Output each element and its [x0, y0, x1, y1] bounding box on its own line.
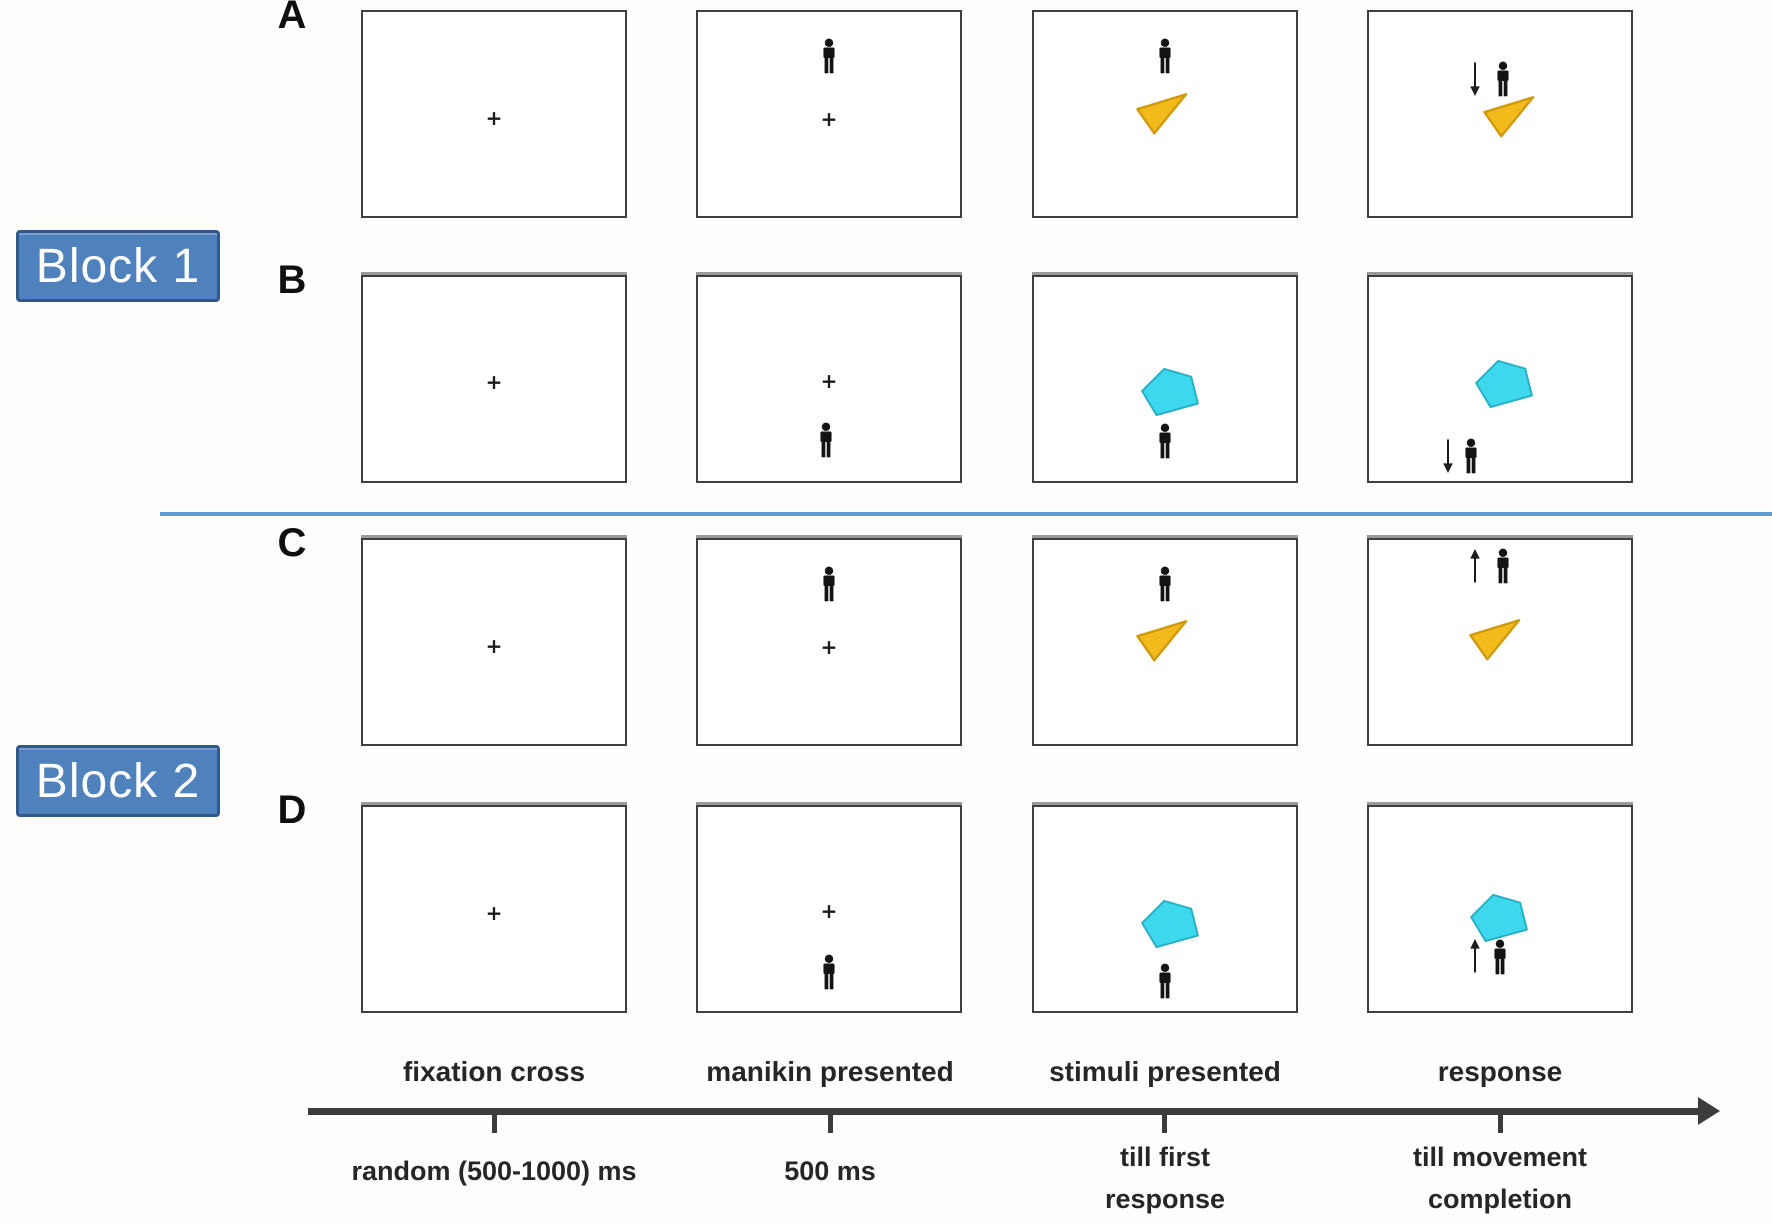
duration-label-manikin: 500 ms: [650, 1150, 1010, 1192]
manikin-icon: [1159, 423, 1171, 459]
pentagon-stimulus-icon: [1141, 900, 1200, 949]
pentagon-stimulus-icon: [1469, 894, 1528, 943]
phase-label-manikin: manikin presented: [706, 1056, 954, 1087]
manikin-icon: [1497, 548, 1509, 583]
row-label-b: B: [277, 258, 307, 302]
manikin-icon: [1497, 61, 1509, 97]
row-label-a: A: [277, 0, 307, 37]
duration-line: random (500-1000) ms: [351, 1156, 637, 1186]
screen-b4-response: [1367, 275, 1633, 483]
block-1-label: Block 1: [16, 230, 220, 302]
pentagon-stimulus-icon: [1475, 360, 1533, 409]
screen-d3-stimuli: [1032, 805, 1298, 1013]
manikin-icon: [1465, 438, 1477, 473]
screen-d4-response: [1367, 805, 1633, 1013]
manikin-icon: [1159, 566, 1171, 602]
phase-label-fixation: fixation cross: [402, 1056, 586, 1087]
manikin-icon: [1159, 964, 1171, 999]
screen-c3-stimuli: [1032, 538, 1298, 746]
timeline-tick-response: [1498, 1112, 1503, 1133]
triangle-stimulus-icon: [1136, 620, 1188, 662]
block-2-label: Block 2: [16, 745, 220, 817]
screen-d2-manikin: +: [696, 805, 962, 1013]
screen-c4-response: [1367, 538, 1633, 746]
screen-b3-stimuli: [1032, 275, 1298, 483]
duration-label-response: till movement completion: [1320, 1136, 1680, 1220]
fixation-cross: +: [820, 369, 838, 394]
block-separator-line: [160, 512, 1772, 516]
fixation-cross: +: [485, 370, 503, 395]
arrow-down-icon: [1442, 439, 1453, 473]
fixation-cross: +: [485, 634, 503, 659]
screen-a2-manikin: +: [696, 10, 962, 218]
screen-b2-manikin: +: [696, 275, 962, 483]
screen-c1-fixation: +: [361, 538, 627, 746]
row-label-c: C: [277, 521, 307, 565]
duration-label-fixation: random (500-1000) ms: [314, 1150, 674, 1192]
screen-a4-response: [1367, 10, 1633, 218]
manikin-icon: [1494, 939, 1506, 975]
screen-b1-fixation: +: [361, 275, 627, 483]
manikin-icon: [823, 954, 835, 990]
duration-line: 500 ms: [784, 1156, 876, 1186]
phase-label-response: response: [1437, 1056, 1563, 1087]
duration-line: till first: [1119, 1142, 1210, 1172]
duration-label-stimuli: till first response: [985, 1136, 1345, 1220]
triangle-stimulus-icon: [1483, 96, 1535, 138]
block-1-text: Block 1: [35, 239, 201, 293]
timeline-tick-manikin: [828, 1112, 833, 1133]
manikin-icon: [820, 422, 832, 458]
manikin-icon: [823, 38, 835, 74]
fixation-cross: +: [485, 106, 503, 131]
fixation-cross: +: [820, 635, 838, 660]
arrow-up-icon: [1470, 938, 1480, 973]
fixation-cross: +: [820, 107, 838, 132]
duration-line: completion: [1427, 1184, 1572, 1214]
timeline-arrowhead-icon: [1698, 1097, 1720, 1125]
pentagon-stimulus-icon: [1141, 368, 1200, 417]
fixation-cross: +: [485, 901, 503, 926]
arrow-down-icon: [1470, 62, 1480, 97]
timeline-tick-fixation: [492, 1112, 497, 1133]
screen-c2-manikin: +: [696, 538, 962, 746]
timeline-tick-stimuli: [1162, 1112, 1167, 1133]
phase-label-stimuli: stimuli presented: [1049, 1056, 1281, 1087]
arrow-up-icon: [1470, 548, 1480, 582]
screen-d1-fixation: +: [361, 805, 627, 1013]
duration-line: response: [1104, 1184, 1226, 1214]
manikin-icon: [823, 566, 835, 602]
row-label-d: D: [277, 788, 307, 832]
duration-line: till movement: [1412, 1142, 1588, 1172]
screen-a1-fixation: +: [361, 10, 627, 218]
fixation-cross: +: [820, 899, 838, 924]
triangle-stimulus-icon: [1468, 619, 1521, 661]
triangle-stimulus-icon: [1136, 93, 1188, 135]
screen-a3-stimuli: [1032, 10, 1298, 218]
manikin-icon: [1159, 38, 1171, 74]
timeline-axis: [308, 1108, 1700, 1115]
block-2-text: Block 2: [35, 754, 201, 808]
